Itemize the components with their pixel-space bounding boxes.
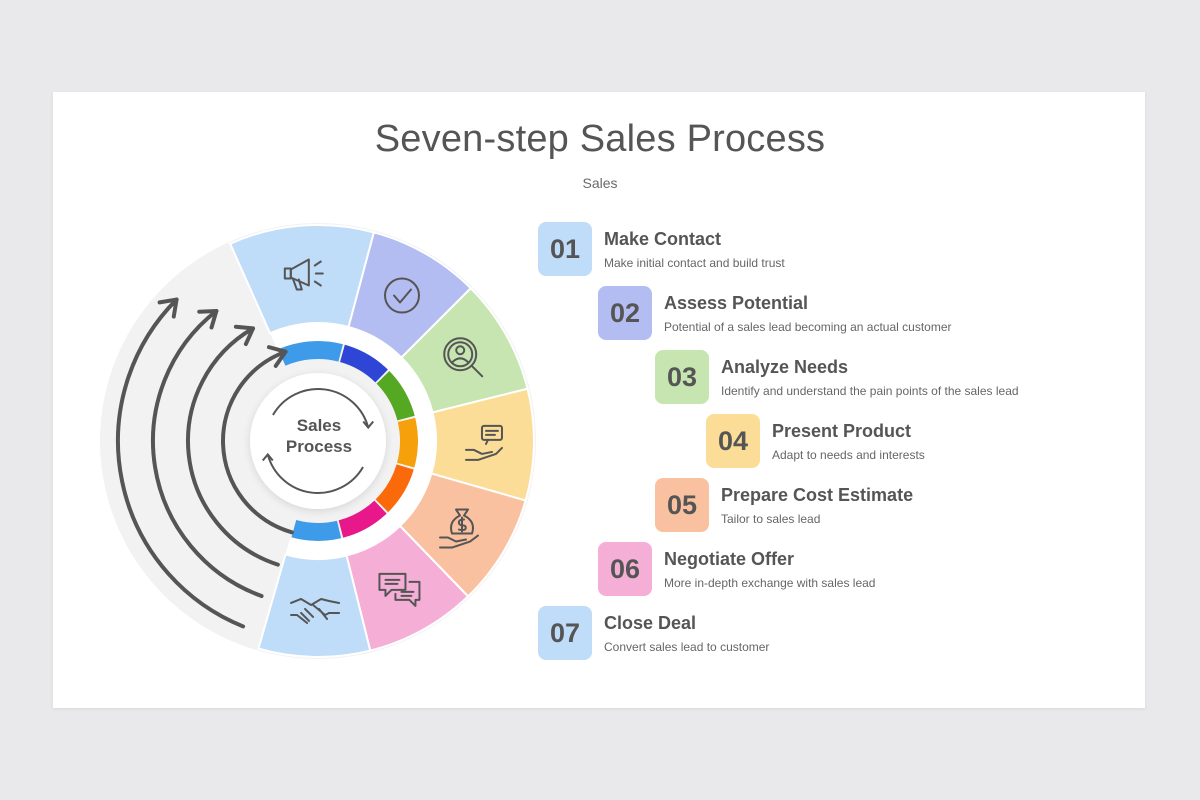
inner-ring-step-04 xyxy=(397,417,418,468)
step-number-badge: 06 xyxy=(598,542,652,596)
center-label-line2: Process xyxy=(285,437,353,456)
center-label-line1: Sales xyxy=(296,416,342,435)
inner-ring-step-05 xyxy=(375,464,414,513)
inner-ring-step-07 xyxy=(291,520,342,541)
inner-ring-step-06 xyxy=(338,500,387,538)
step-description: More in-depth exchange with sales lead xyxy=(664,576,876,590)
step-number-badge: 05 xyxy=(655,478,709,532)
step-number-badge: 07 xyxy=(538,606,592,660)
step-title: Assess Potential xyxy=(664,293,809,313)
step-number-badge: 03 xyxy=(655,350,709,404)
money-bag-icon xyxy=(439,508,480,549)
chat-bubbles-icon xyxy=(378,572,421,607)
cycle-arrow-icon xyxy=(272,388,370,428)
inner-ring-step-01 xyxy=(278,341,343,366)
curved-arrow-3 xyxy=(186,326,280,567)
step-description: Make initial contact and build trust xyxy=(604,256,785,270)
check-circle-icon xyxy=(384,277,420,314)
center-label: Sales Process xyxy=(260,415,378,457)
curved-arrow-1 xyxy=(116,297,246,629)
handshake-icon xyxy=(290,597,341,624)
megaphone-icon xyxy=(283,258,324,291)
step-title: Analyze Needs xyxy=(721,357,849,377)
step-title: Prepare Cost Estimate xyxy=(721,485,914,505)
hand-message-icon xyxy=(464,424,503,461)
step-description: Potential of a sales lead becoming an ac… xyxy=(664,320,952,334)
magnifier-user-icon xyxy=(443,337,484,378)
arrowhead-icon xyxy=(266,345,288,368)
inner-ring-step-03 xyxy=(376,371,415,421)
page-title: Seven-step Sales Process xyxy=(374,118,826,160)
arrowhead-icon xyxy=(233,324,255,347)
step-number-badge: 01 xyxy=(538,222,592,276)
step-number-badge: 02 xyxy=(598,286,652,340)
step-title: Close Deal xyxy=(604,613,697,633)
curved-arrow-2 xyxy=(151,308,264,599)
inner-ring-step-02 xyxy=(340,344,388,383)
cycle-arrowhead-icon xyxy=(362,420,374,430)
step-description: Identify and understand the pain points … xyxy=(721,384,1019,398)
cycle-arrow-icon xyxy=(266,454,364,494)
center-hub xyxy=(250,373,386,509)
arrowhead-icon xyxy=(197,308,219,330)
step-title: Present Product xyxy=(772,421,912,441)
step-title: Make Contact xyxy=(604,229,722,249)
arrowhead-icon xyxy=(157,297,179,319)
page-subtitle: Sales xyxy=(582,175,618,191)
step-description: Convert sales lead to customer xyxy=(604,640,770,654)
curved-arrow-4 xyxy=(221,349,294,535)
step-description: Tailor to sales lead xyxy=(721,512,821,526)
step-title: Negotiate Offer xyxy=(664,549,795,569)
step-description: Adapt to needs and interests xyxy=(772,448,925,462)
step-number-badge: 04 xyxy=(706,414,760,468)
cycle-arrowhead-icon xyxy=(262,452,274,462)
